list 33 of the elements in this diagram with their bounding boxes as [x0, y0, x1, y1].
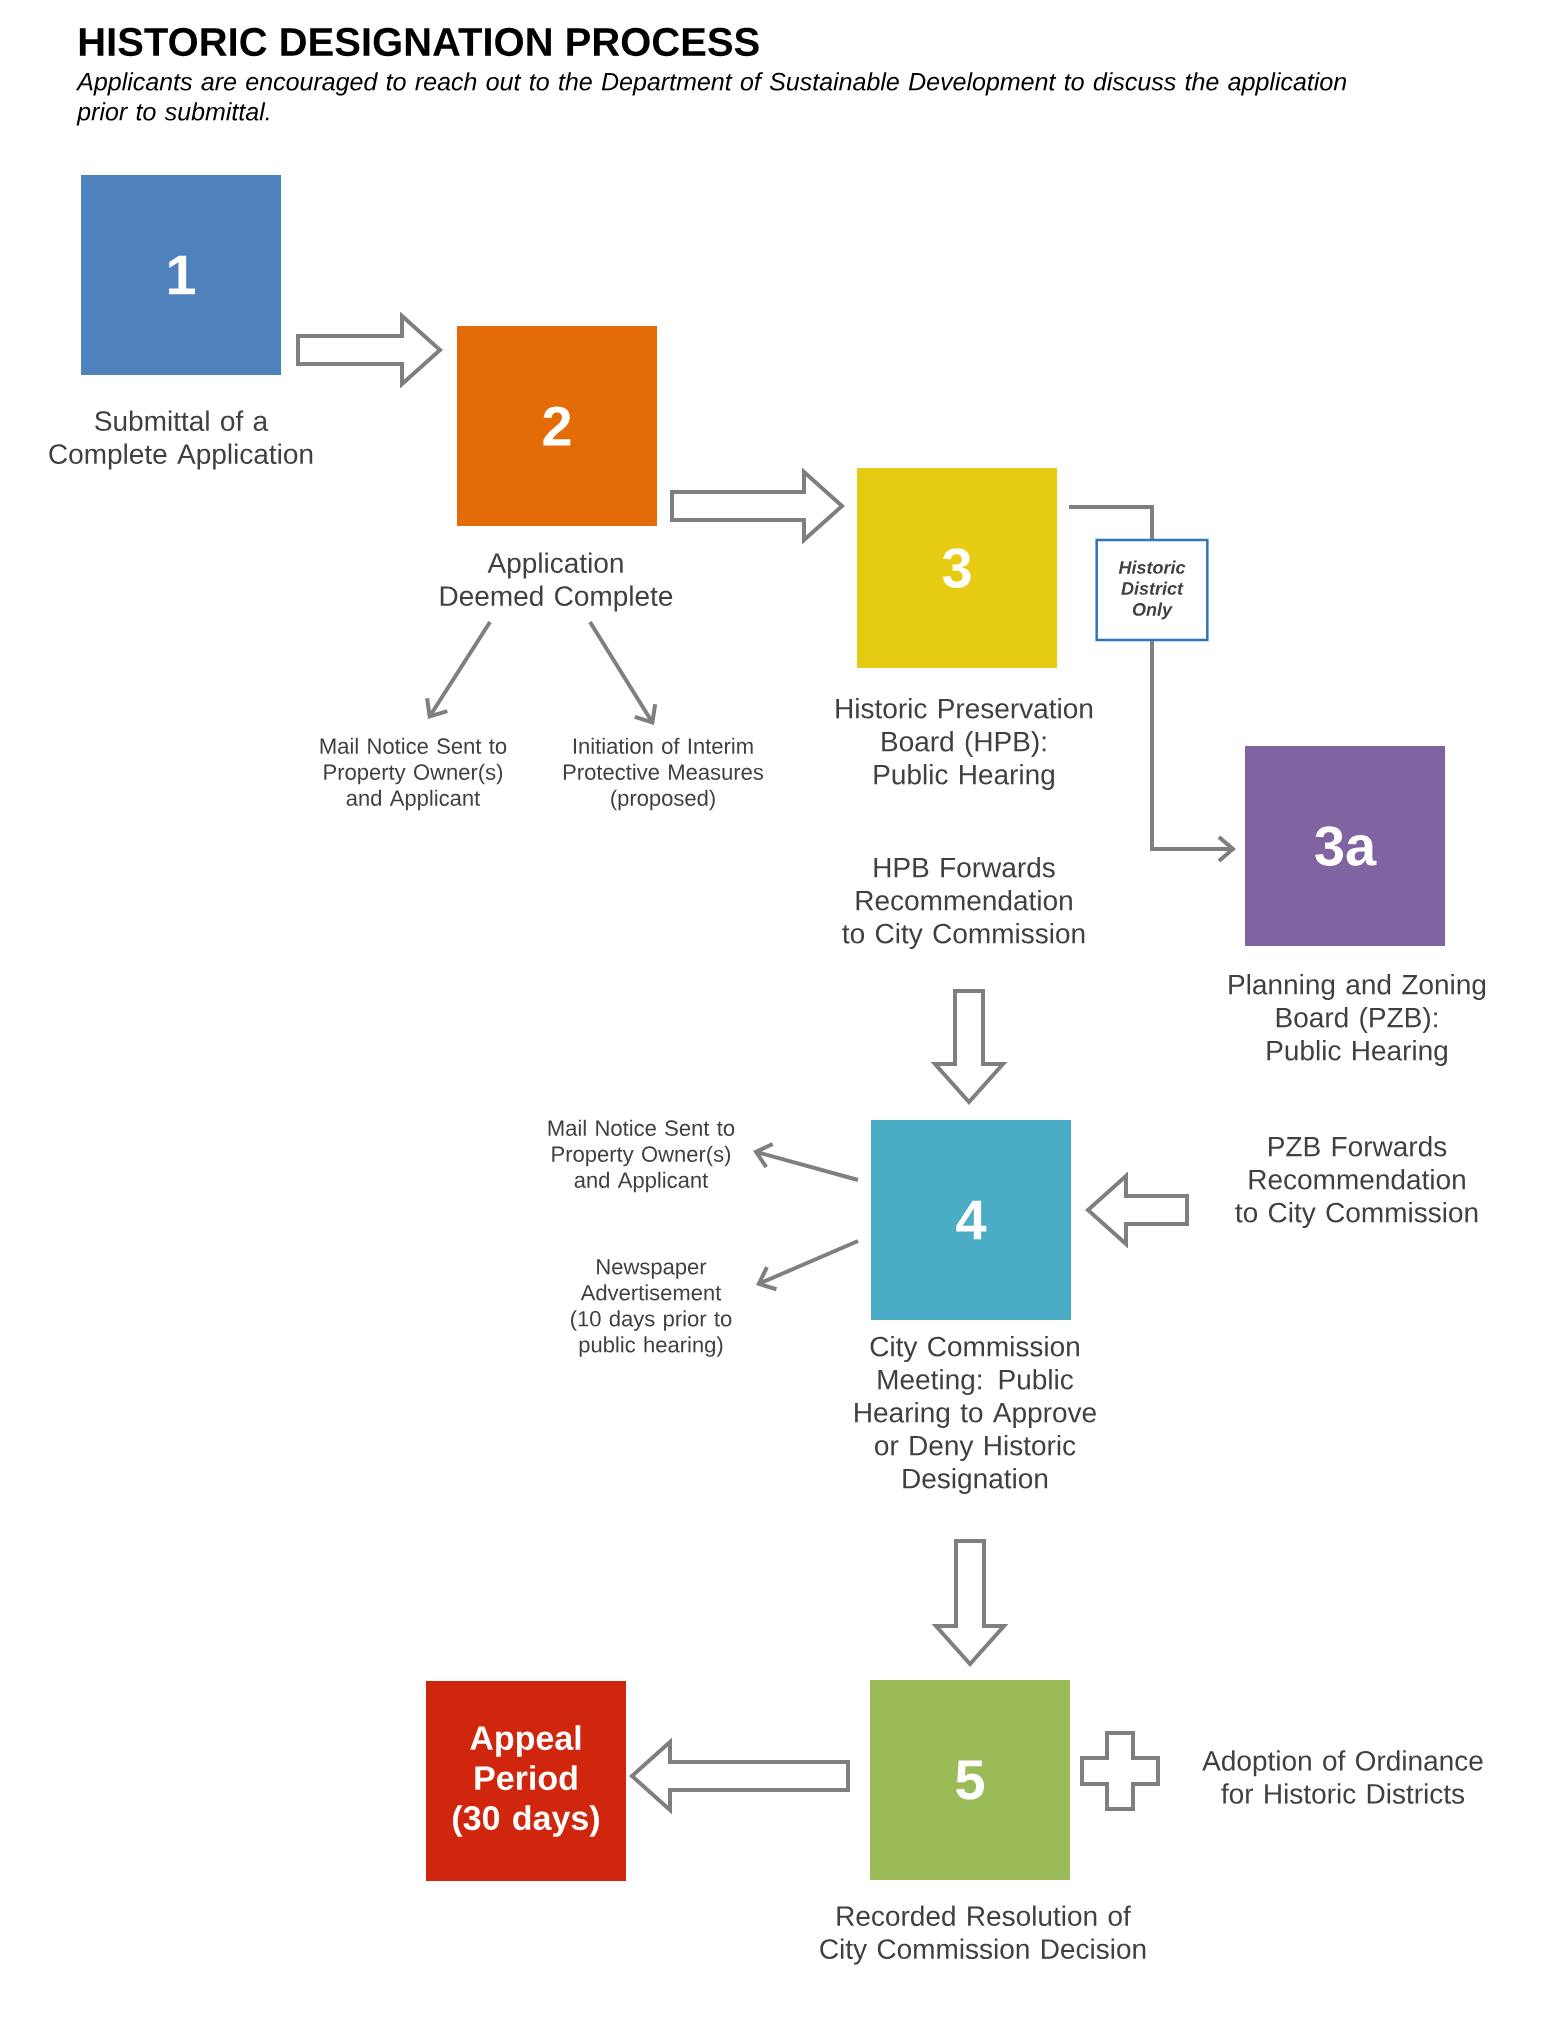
arrow [588, 620, 658, 725]
block-arrow [931, 1539, 1009, 1667]
step-box: Appeal Period (30 days) [426, 1681, 626, 1881]
step-caption: Submittal of a Complete Application [49, 410, 313, 470]
arrow [753, 1142, 859, 1182]
step-box: 1 [81, 175, 281, 375]
step-box: 2 [457, 326, 657, 526]
block-arrow [670, 467, 845, 545]
subtitle: Applicants are encouraged to reach out to the Department of Sustainable Development to discuss the application prior to submittal. [75, 72, 1347, 126]
note-text: Newspaper Advertisement (10 days prior to public hearing) [571, 1259, 732, 1357]
step-caption: Recorded Resolution of City Commission Decision [820, 1905, 1146, 1965]
arrow [425, 620, 492, 719]
step-caption: Application Deemed Complete [440, 552, 673, 612]
note-text: HPB Forwards Recommendation to City Commission [842, 856, 1085, 950]
edge-label: Historic District Only [1095, 538, 1209, 642]
step-caption: Historic Preservation Board (HPB): Public Hearing [836, 697, 1093, 791]
step-box: 4 [871, 1120, 1071, 1320]
step-box: 5 [870, 1680, 1070, 1880]
block-arrow [1085, 1171, 1189, 1249]
note-text: Mail Notice Sent to Property Owner(s) and Applicant [548, 1119, 735, 1193]
arrow [756, 1239, 859, 1292]
step-caption: City Commission Meeting: Public Hearing to Approve or Deny Historic Designation [855, 1335, 1096, 1495]
note-text: Initiation of Interim Protective Measures (proposed) [563, 737, 764, 811]
note-text: Mail Notice Sent to Property Owner(s) and Applicant [320, 737, 507, 811]
note-text: Adoption of Ordinance for Historic Districts [1202, 1750, 1483, 1804]
title: HISTORIC DESIGNATION PROCESS [79, 27, 759, 57]
step-box: 3a [1245, 746, 1445, 946]
step-caption: Planning and Zoning Board (PZB): Public Hearing [1229, 973, 1486, 1067]
note-text: PZB Forwards Recommendation to City Commission [1235, 1135, 1478, 1229]
block-arrow [296, 311, 443, 389]
block-arrow [930, 989, 1008, 1105]
block-arrow [629, 1737, 850, 1815]
step-box: 3 [857, 468, 1057, 668]
